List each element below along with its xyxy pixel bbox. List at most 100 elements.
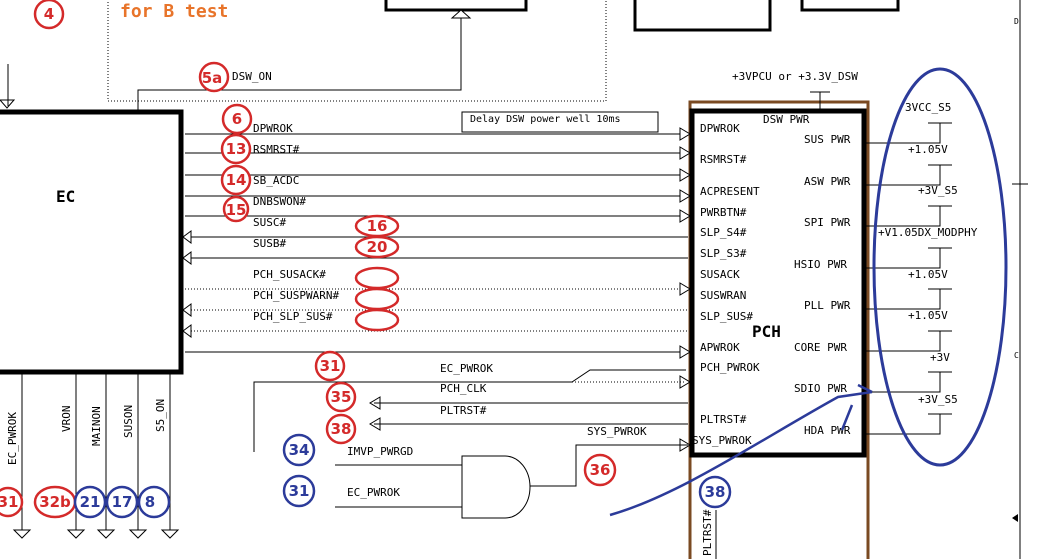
marker-red-35: 35 xyxy=(325,381,357,413)
dsw-on-label: DSW_ON xyxy=(232,70,272,83)
pch-pwr-spi: SPI PWR xyxy=(804,216,851,229)
svg-text:31: 31 xyxy=(320,357,341,375)
svg-text:38: 38 xyxy=(705,483,726,501)
signal-arrow-6 xyxy=(182,251,192,265)
marker-red-4: 4 xyxy=(33,0,65,30)
marker-red-14: 14 xyxy=(220,164,252,196)
gate-in-ec-pwrok: EC_PWROK xyxy=(347,486,400,499)
marker-red-31-a: 31 xyxy=(314,350,346,382)
bottom-ec-pwrok: EC_PWROK xyxy=(6,412,19,465)
rail-tap-4 xyxy=(866,289,941,310)
pch-pin-suswran: SUSWRAN xyxy=(700,289,746,302)
pch-pin-slp-s4: SLP_S4# xyxy=(700,226,747,239)
svg-text:8: 8 xyxy=(145,493,155,511)
rail-tap-0 xyxy=(866,123,941,144)
mid-ec-pwrok: EC_PWROK xyxy=(440,362,493,375)
rail-3vcc-s5: 3VCC_S5 xyxy=(905,101,951,114)
signal-arrow-4 xyxy=(679,209,691,223)
pch-pin-pltrst: PLTRST# xyxy=(700,413,747,426)
rail-3v: +3V xyxy=(930,351,950,364)
pch-pwr-pll: PLL PWR xyxy=(804,299,851,312)
mid-pch-clk: PCH_CLK xyxy=(440,382,487,395)
gate-in-imvp-pwrgd: IMVP_PWRGD xyxy=(347,445,413,458)
ec-in-pch-slp-sus: PCH_SLP_SUS# xyxy=(253,310,333,323)
pch-pin-rsmrst: RSMRST# xyxy=(700,153,747,166)
dsw-on-wire xyxy=(137,18,462,110)
handwritten-arrow xyxy=(609,383,873,517)
pch-pwr-hsio: HSIO PWR xyxy=(794,258,847,271)
signal-arrow-3 xyxy=(679,189,691,203)
ec-in-pch-susack: PCH_SUSACK# xyxy=(253,268,326,281)
marker-blue-17: 17 xyxy=(105,485,139,519)
ec-box xyxy=(0,109,184,375)
svg-text:20: 20 xyxy=(367,238,388,256)
marker-red-38: 38 xyxy=(325,413,357,445)
marker-red-6: 6 xyxy=(221,103,253,135)
svg-text:16: 16 xyxy=(367,217,388,235)
mid-pltrst: PLTRST# xyxy=(440,404,487,417)
marker-blue-31: 31 xyxy=(282,474,316,508)
svg-text:6: 6 xyxy=(232,110,242,128)
svg-text:36: 36 xyxy=(590,461,611,479)
rail-tap-5 xyxy=(866,331,941,352)
pch-pin-dpwrok: DPWROK xyxy=(700,122,740,135)
signal-arrow-10 xyxy=(679,345,691,359)
ec-label: EC xyxy=(56,187,75,206)
pch-pin-slp-sus: SLP_SUS# xyxy=(700,310,753,323)
b-test-dotted-box xyxy=(107,0,607,102)
pch-pin-apwrok: APWROK xyxy=(700,341,740,354)
signal-arrow-9 xyxy=(182,324,192,338)
rail-v1v05dx-modphy: +V1.05DX_MODPHY xyxy=(878,226,978,239)
marker-red-empty-3 xyxy=(354,308,400,332)
pch-pin-acpresent: ACPRESENT xyxy=(700,185,760,198)
side-letter-d: D xyxy=(1014,17,1019,26)
rail-tap-3 xyxy=(866,248,941,269)
marker-blue-21: 21 xyxy=(73,485,107,519)
signal-arrow-8 xyxy=(182,303,192,317)
svg-text:13: 13 xyxy=(226,140,247,158)
svg-text:17: 17 xyxy=(112,493,133,511)
svg-text:15: 15 xyxy=(226,201,247,219)
svg-text:35: 35 xyxy=(331,388,352,406)
ec-out-rsmrst: RSMRST# xyxy=(253,143,300,156)
signal-arrow-0 xyxy=(679,127,691,141)
ec-out-sb-acdc: SB_ACDC xyxy=(253,174,299,187)
ec-out-dpwrok: DPWROK xyxy=(253,122,293,135)
mid-sys-pwrok: SYS_PWROK xyxy=(587,425,647,438)
rail-tap-6 xyxy=(866,372,941,393)
top-block-3 xyxy=(800,0,900,12)
dsw-pwr-label: DSW PWR xyxy=(763,113,810,126)
svg-text:31: 31 xyxy=(289,482,310,500)
bottom-vron: VRON xyxy=(60,406,73,433)
pch-pin-susack: SUSACK xyxy=(700,268,740,281)
marker-red-empty-1 xyxy=(354,266,400,290)
marker-blue-8: 8 xyxy=(137,485,171,519)
pch-box xyxy=(689,108,867,458)
signal-arrow-1 xyxy=(679,146,691,160)
marker-red-36: 36 xyxy=(583,453,617,487)
marker-blue-38: 38 xyxy=(698,475,732,509)
svg-text:4: 4 xyxy=(44,5,54,23)
side-letter-c: C xyxy=(1014,351,1019,360)
top-block-2 xyxy=(633,0,772,32)
top-rail-label: +3VPCU or +3.3V_DSW xyxy=(732,70,858,83)
svg-text:34: 34 xyxy=(289,441,310,459)
pch-pwr-core: CORE PWR xyxy=(794,341,847,354)
power-rail-wires xyxy=(866,122,952,435)
pch-label: PCH xyxy=(752,322,781,341)
delay-note-box xyxy=(461,111,659,133)
signal-arrow-7 xyxy=(679,282,691,296)
pch-pwr-sus: SUS PWR xyxy=(804,133,851,146)
marker-blue-34: 34 xyxy=(282,433,316,467)
svg-text:38: 38 xyxy=(331,420,352,438)
marker-red-16: 16 xyxy=(354,214,400,238)
bottom-pltrst: PLTRST# xyxy=(701,509,714,556)
pch-pin-pwrbtn: PWRBTN# xyxy=(700,206,747,219)
ec-pch-signal-wires xyxy=(182,127,691,359)
signal-arrow-2 xyxy=(679,168,691,182)
bottom-s5-on: S5_ON xyxy=(154,399,167,432)
marker-red-15: 15 xyxy=(222,195,250,223)
ec-in-pch-suspwarn: PCH_SUSPWARN# xyxy=(253,289,339,302)
